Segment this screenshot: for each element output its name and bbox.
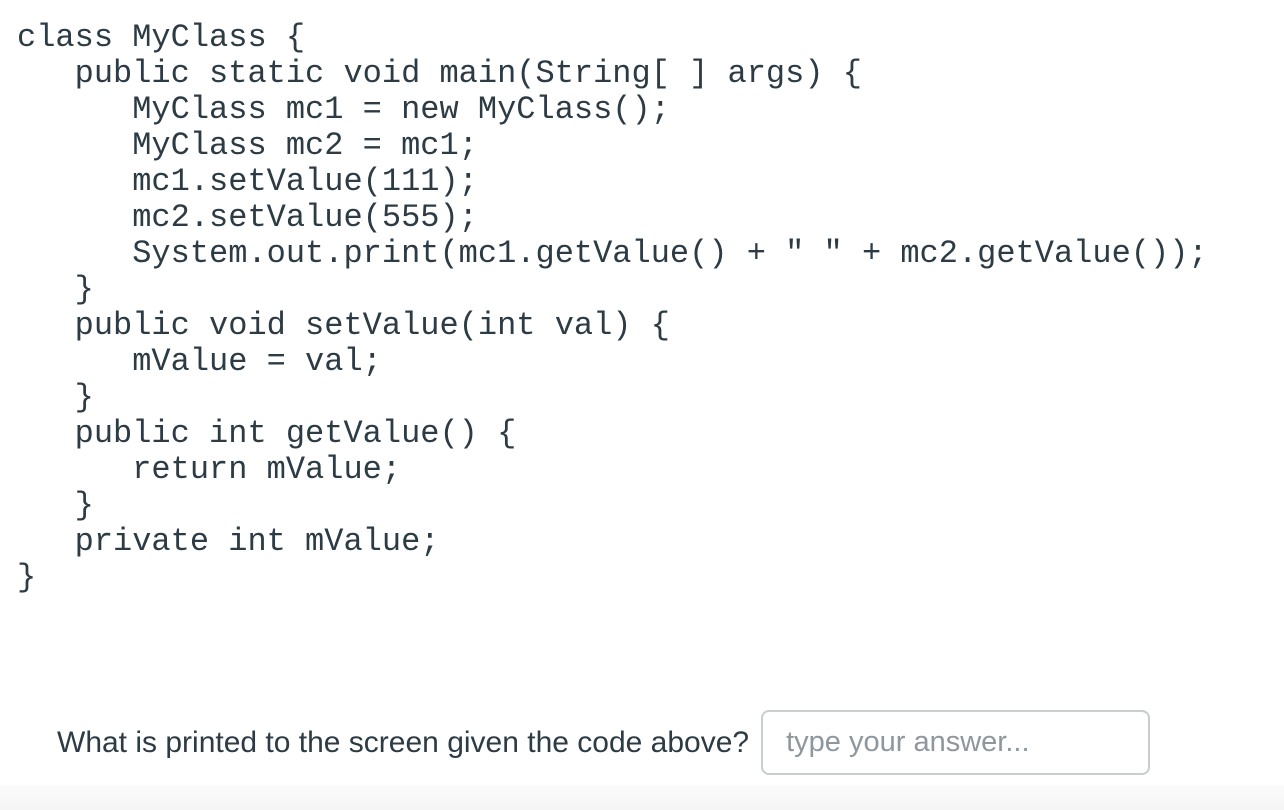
question-prompt: What is printed to the screen given the … [57,725,750,759]
code-line: return mValue; [17,451,402,488]
code-line: mValue = val; [17,343,382,380]
answer-input[interactable] [761,710,1151,775]
code-line: MyClass mc2 = mc1; [17,127,478,164]
code-line: public static void main(String[ ] args) … [17,55,862,92]
code-line: mc1.setValue(111); [17,163,478,200]
code-line: public void setValue(int val) { [17,307,670,344]
code-block: class MyClass { public static void main(… [17,20,1208,596]
code-line: System.out.print(mc1.getValue() + " " + … [17,235,1208,272]
code-line: public int getValue() { [17,415,517,452]
code-line: MyClass mc1 = new MyClass(); [17,91,670,128]
code-line: } [17,559,37,596]
code-line: } [17,379,94,416]
code-line: } [17,271,94,308]
question-row: What is printed to the screen given the … [57,710,1151,775]
code-line: mc2.setValue(555); [17,199,478,236]
code-line: private int mValue; [17,523,440,560]
code-line: class MyClass { [17,19,306,56]
footer-strip [0,785,1284,810]
code-line: } [17,487,94,524]
